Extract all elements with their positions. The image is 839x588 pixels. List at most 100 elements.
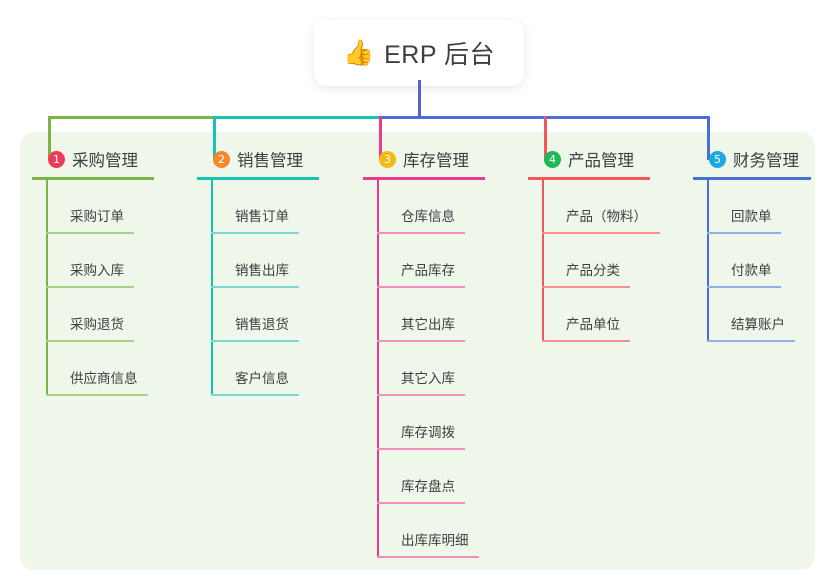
branch-background-panel <box>20 132 815 570</box>
branch-child-item[interactable]: 产品（物料） <box>528 180 698 234</box>
branch-column: 1 采购管理采购订单采购入库采购退货供应商信息 <box>32 146 182 396</box>
branch-child-item[interactable]: 产品分类 <box>528 234 698 288</box>
branch-child-underline <box>211 286 299 288</box>
connector-drop-1 <box>48 116 51 160</box>
branch-header[interactable]: 5 财务管理 <box>693 146 839 172</box>
branch-child-underline <box>377 340 465 342</box>
branch-child-underline <box>377 232 465 234</box>
branch-child-underline <box>542 286 630 288</box>
branch-child-underline <box>377 394 465 396</box>
branch-title: 采购管理 <box>72 152 138 170</box>
branch-child-label: 客户信息 <box>235 371 289 386</box>
branch-child-item[interactable]: 销售订单 <box>197 180 347 234</box>
branch-child-label: 采购退货 <box>70 317 124 332</box>
branch-column: 2 销售管理销售订单销售出库销售退货客户信息 <box>197 146 347 396</box>
branch-spine <box>542 180 544 342</box>
branch-children: 仓库信息产品库存其它出库其它入库库存调拨库存盘点出库库明细 <box>363 180 523 558</box>
branch-child-item[interactable]: 采购退货 <box>32 288 182 342</box>
branch-child-item[interactable]: 出库库明细 <box>363 504 523 558</box>
branch-child-label: 采购入库 <box>70 263 124 278</box>
connector-bus-segment-3 <box>379 116 547 119</box>
branch-number-badge: 1 <box>48 150 65 168</box>
branch-child-underline <box>707 286 781 288</box>
connector-bus-segment-1 <box>48 116 216 119</box>
branch-spine <box>46 180 48 396</box>
branch-child-item[interactable]: 付款单 <box>693 234 839 288</box>
branch-title: 销售管理 <box>237 152 303 170</box>
branch-child-label: 销售订单 <box>235 209 289 224</box>
branch-child-underline <box>211 394 299 396</box>
branch-child-label: 结算账户 <box>731 317 785 332</box>
branch-child-label: 采购订单 <box>70 209 124 224</box>
branch-number-badge: 5 <box>709 150 726 168</box>
branch-child-item[interactable]: 供应商信息 <box>32 342 182 396</box>
branch-title: 产品管理 <box>568 152 634 170</box>
branch-child-label: 库存调拨 <box>401 425 455 440</box>
branch-header[interactable]: 2 销售管理 <box>197 146 347 172</box>
branch-child-underline <box>542 232 660 234</box>
branch-underline <box>32 177 154 180</box>
branch-child-underline <box>211 340 299 342</box>
branch-child-item[interactable]: 库存盘点 <box>363 450 523 504</box>
branch-child-label: 仓库信息 <box>401 209 455 224</box>
branch-spine <box>377 180 379 558</box>
branch-child-label: 其它出库 <box>401 317 455 332</box>
branch-child-item[interactable]: 其它入库 <box>363 342 523 396</box>
branch-children: 销售订单销售出库销售退货客户信息 <box>197 180 347 396</box>
branch-number-badge: 3 <box>379 150 396 168</box>
branch-children: 采购订单采购入库采购退货供应商信息 <box>32 180 182 396</box>
branch-spine <box>707 180 709 342</box>
branch-child-item[interactable]: 销售出库 <box>197 234 347 288</box>
connector-drop-4 <box>544 116 547 160</box>
branch-child-item[interactable]: 仓库信息 <box>363 180 523 234</box>
branch-title: 财务管理 <box>733 152 799 170</box>
connector-bus-segment-4 <box>544 116 710 119</box>
branch-child-underline <box>46 286 134 288</box>
branch-child-label: 产品（物料） <box>566 209 647 224</box>
branch-child-underline <box>46 340 134 342</box>
branch-child-item[interactable]: 采购订单 <box>32 180 182 234</box>
branch-number-badge: 2 <box>213 150 230 168</box>
branch-child-label: 产品单位 <box>566 317 620 332</box>
branch-header[interactable]: 1 采购管理 <box>32 146 182 172</box>
branch-child-item[interactable]: 回款单 <box>693 180 839 234</box>
thumbs-up-icon: 👍 <box>342 38 375 67</box>
branch-child-label: 产品分类 <box>566 263 620 278</box>
root-stem <box>418 80 421 116</box>
connector-drop-3 <box>379 116 382 160</box>
branch-children: 回款单付款单结算账户 <box>693 180 839 342</box>
branch-child-label: 其它入库 <box>401 371 455 386</box>
branch-child-underline <box>707 232 781 234</box>
branch-underline <box>528 177 650 180</box>
branch-child-label: 库存盘点 <box>401 479 455 494</box>
branch-child-underline <box>707 340 795 342</box>
connector-drop-2 <box>213 116 216 160</box>
root-node[interactable]: 👍 ERP 后台 <box>314 20 524 86</box>
branch-child-underline <box>46 394 148 396</box>
branch-underline <box>197 177 319 180</box>
branch-child-item[interactable]: 销售退货 <box>197 288 347 342</box>
branch-child-underline <box>377 556 479 558</box>
branch-child-label: 销售出库 <box>235 263 289 278</box>
branch-children: 产品（物料） 产品分类产品单位 <box>528 180 698 342</box>
branch-child-label: 产品库存 <box>401 263 455 278</box>
branch-child-item[interactable]: 采购入库 <box>32 234 182 288</box>
branch-child-item[interactable]: 结算账户 <box>693 288 839 342</box>
connector-bus-segment-2 <box>213 116 382 119</box>
branch-child-underline <box>377 502 465 504</box>
branch-child-item[interactable]: 产品单位 <box>528 288 698 342</box>
branch-child-label: 供应商信息 <box>70 371 138 386</box>
branch-child-label: 付款单 <box>731 263 772 278</box>
branch-child-item[interactable]: 库存调拨 <box>363 396 523 450</box>
branch-child-label: 回款单 <box>731 209 772 224</box>
branch-underline <box>363 177 485 180</box>
branch-child-item[interactable]: 产品库存 <box>363 234 523 288</box>
branch-child-item[interactable]: 客户信息 <box>197 342 347 396</box>
branch-underline <box>693 177 811 180</box>
branch-child-item[interactable]: 其它出库 <box>363 288 523 342</box>
